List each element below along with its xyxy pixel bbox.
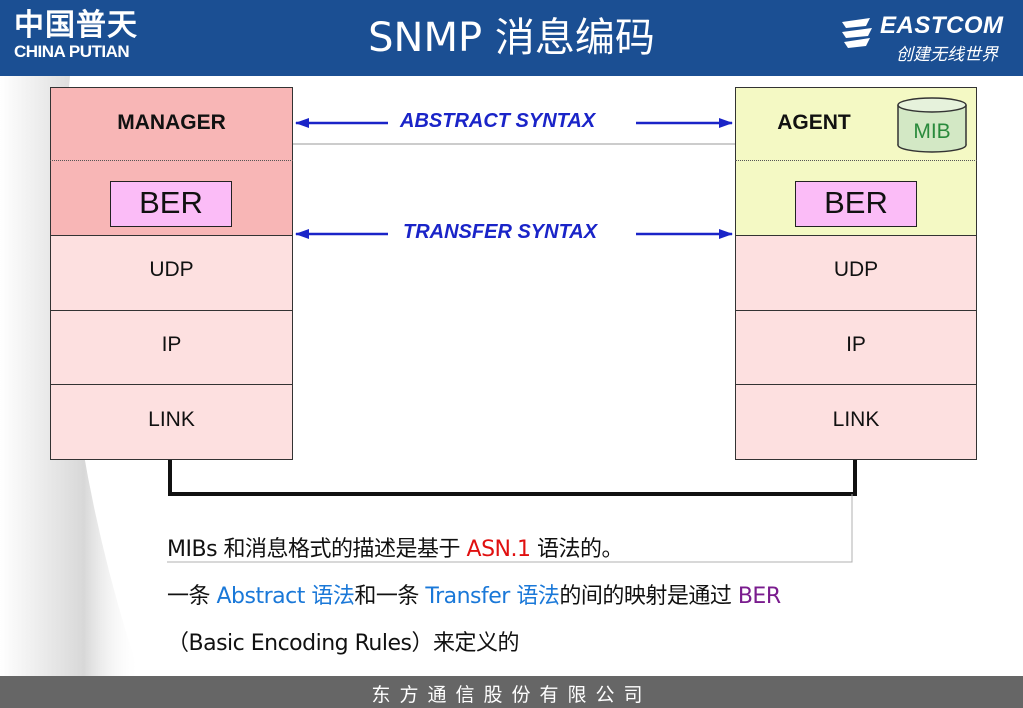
manager-top-block xyxy=(50,87,293,236)
logo-cn-text: 中国普天 xyxy=(14,8,138,43)
physical-link-line xyxy=(168,460,857,496)
abstract-syntax-cn: 语法 xyxy=(304,584,355,609)
text-frame xyxy=(167,494,853,563)
page-title: SNMP 消息编码 xyxy=(368,15,655,61)
line2-part-a: 一条 xyxy=(167,584,217,609)
manager-ip-label: IP xyxy=(161,333,182,356)
abstract-syntax-label: ABSTRACT SYNTAX xyxy=(400,110,596,132)
line1-part-a: MIBs 和消息格式的描述是基于 xyxy=(167,537,467,562)
transfer-syntax-cn: 语法 xyxy=(509,584,560,609)
asn1-highlight: ASN.1 xyxy=(466,537,531,562)
manager-udp-label: UDP xyxy=(149,258,194,281)
agent-link-label: LINK xyxy=(832,408,880,431)
china-putian-logo: 中国普天 CHINA PUTIAN xyxy=(14,10,138,62)
line2-part-d: 和一条 xyxy=(354,584,426,609)
agent-dotted-divider xyxy=(735,160,977,161)
mib-database-icon xyxy=(897,97,967,153)
manager-ip-layer xyxy=(50,310,293,385)
agent-ip-layer xyxy=(735,310,977,385)
agent-label: AGENT xyxy=(777,111,851,134)
transfer-highlight: Transfer xyxy=(425,584,510,609)
agent-ber-box: BER xyxy=(795,181,917,227)
body-line-1: MIBs 和消息格式的描述是基于 ASN.1 语法的。 xyxy=(167,531,623,563)
agent-udp-layer xyxy=(735,235,977,311)
agent-ip-label: IP xyxy=(846,333,866,356)
ber-highlight: BER xyxy=(737,584,781,609)
manager-label: MANAGER xyxy=(117,111,226,134)
header-bar: 中国普天 CHINA PUTIAN SNMP 消息编码 EASTCOM 创建无线… xyxy=(0,0,1023,76)
footer-bar: 东方通信股份有限公司 xyxy=(0,676,1023,708)
eastcom-slogan-text: 创建无线世界 xyxy=(896,45,998,65)
eastcom-logo: EASTCOM 创建无线世界 xyxy=(840,10,1015,66)
body-line-2: 一条 Abstract 语法和一条 Transfer 语法的间的映射是通过 BE… xyxy=(167,578,781,610)
agent-udp-label: UDP xyxy=(833,258,879,281)
agent-link-layer xyxy=(735,384,977,460)
transfer-syntax-label: TRANSFER SYNTAX xyxy=(403,221,598,243)
logo-en-text: CHINA PUTIAN xyxy=(14,42,130,61)
abstract-highlight: Abstract xyxy=(216,584,306,609)
line2-part-g: 的间的映射是通过 xyxy=(559,584,738,609)
eastcom-brand-text: EASTCOM xyxy=(880,12,1004,39)
footer-company: 东方通信股份有限公司 xyxy=(371,684,652,706)
manager-dotted-divider xyxy=(50,160,293,161)
body-line-3: （Basic Encoding Rules）来定义的 xyxy=(167,631,519,656)
line1-part-c: 语法的。 xyxy=(530,537,624,562)
manager-link-label: LINK xyxy=(148,408,195,431)
manager-ber-box: BER xyxy=(110,181,232,227)
mib-label: MIB xyxy=(913,120,951,143)
manager-link-layer xyxy=(50,384,293,460)
eastcom-mark-icon xyxy=(842,18,872,48)
